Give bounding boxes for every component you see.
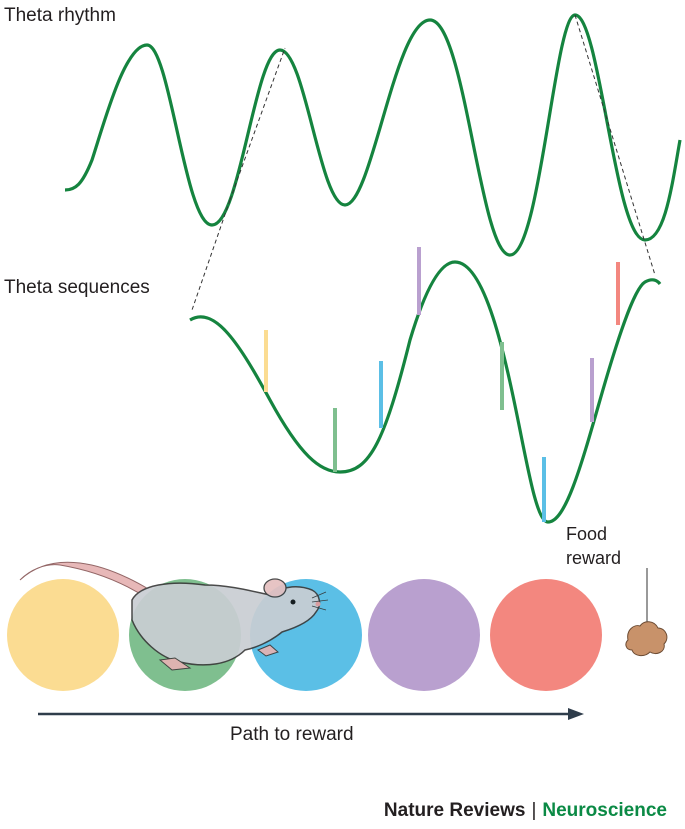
- rat-tail: [19, 561, 151, 601]
- rat-hind-paw: [158, 657, 192, 671]
- theta-rhythm-label: Theta rhythm: [4, 5, 116, 26]
- path-to-reward-label: Path to reward: [230, 724, 354, 745]
- place-field-yellow: [7, 579, 119, 691]
- place-field-purple: [368, 579, 480, 691]
- rat-nose: [315, 601, 321, 607]
- credit-separator: |: [531, 800, 537, 821]
- food-reward-icon: [625, 621, 668, 657]
- rat-whiskers: [311, 591, 329, 611]
- rat-body: [131, 582, 321, 666]
- food-reward-label: Food reward: [566, 522, 621, 570]
- food-label-line2: reward: [566, 548, 622, 568]
- rat-front-paw: [257, 644, 279, 657]
- rat-eye: [290, 599, 296, 605]
- spike-ticks: [264, 247, 620, 522]
- theta-sequences-label: Theta sequences: [4, 277, 150, 298]
- place-field-red: [490, 579, 602, 691]
- zoom-lines: [191, 14, 656, 311]
- path-arrow: [38, 708, 584, 720]
- theta-sequence-wave: [189, 260, 662, 524]
- journal-section: Neuroscience: [542, 800, 667, 821]
- rat-illustration: [19, 561, 329, 671]
- journal-name: Nature Reviews: [383, 800, 526, 821]
- theta-rhythm-wave: [64, 13, 682, 257]
- journal-credit: Nature Reviews|Neuroscience: [384, 800, 667, 822]
- food-label-line1: Food: [566, 524, 608, 544]
- rat-ear: [263, 578, 287, 598]
